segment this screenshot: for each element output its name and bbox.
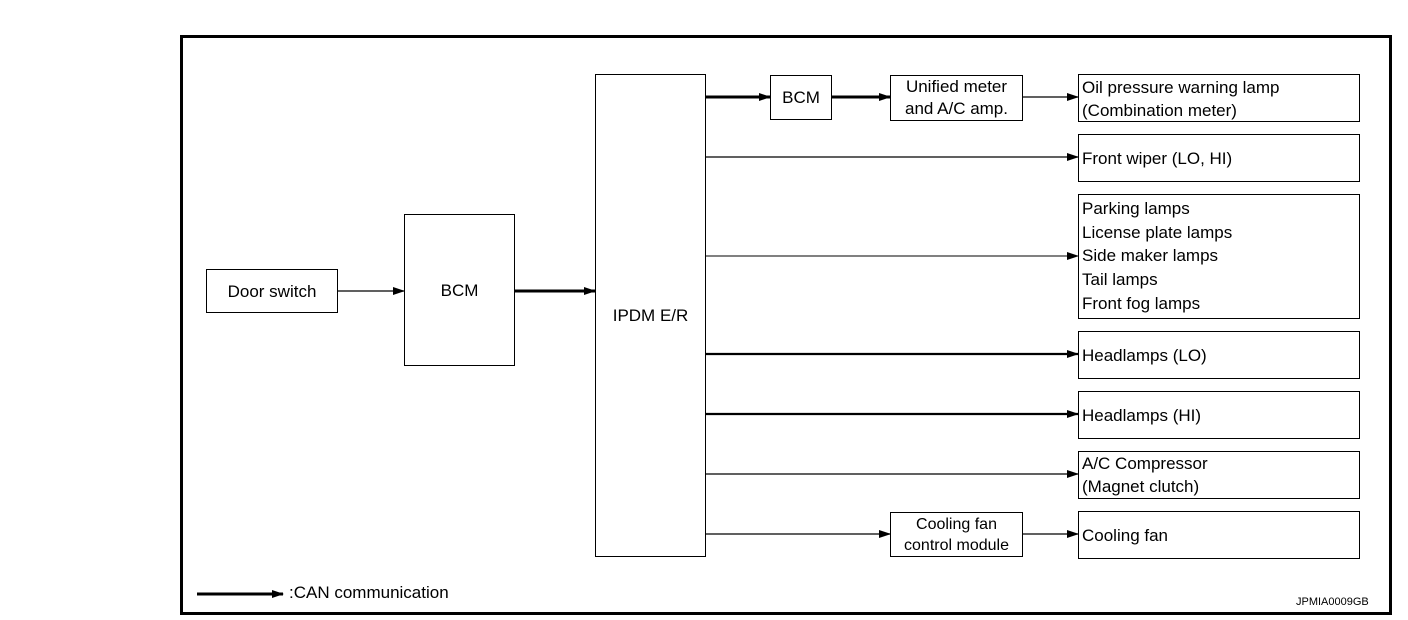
headlamps-hi-block: Headlamps (HI) bbox=[1078, 391, 1360, 439]
cooling-fan-label: Cooling fan bbox=[1082, 526, 1169, 545]
ipdm-er-block: IPDM E/R bbox=[595, 74, 706, 557]
headlamps-lo-label: Headlamps (LO) bbox=[1082, 346, 1207, 365]
bcm-main-label: BCM bbox=[440, 280, 479, 300]
ac-compressor-line-2: (Magnet clutch) bbox=[1082, 477, 1200, 496]
lamps-block: Parking lamps License plate lamps Side m… bbox=[1078, 194, 1360, 319]
unified-meter-block: Unified meter and A/C amp. bbox=[890, 75, 1023, 121]
cooling-fan-module-line-2: control module bbox=[904, 536, 1009, 554]
front-wiper-label: Front wiper (LO, HI) bbox=[1082, 149, 1233, 168]
bcm-top-label: BCM bbox=[782, 88, 820, 107]
front-wiper-block: Front wiper (LO, HI) bbox=[1078, 134, 1360, 182]
door-switch-label: Door switch bbox=[227, 281, 317, 301]
lamp-item-parking: Parking lamps bbox=[1082, 199, 1190, 218]
lamp-item-front-fog: Front fog lamps bbox=[1082, 293, 1201, 313]
bcm-main-block: BCM bbox=[404, 214, 515, 366]
lamp-item-license-plate: License plate lamps bbox=[1082, 222, 1233, 242]
cooling-fan-block: Cooling fan bbox=[1078, 511, 1360, 559]
oil-lamp-line-1: Oil pressure warning lamp bbox=[1082, 78, 1280, 97]
cooling-fan-module-line-1: Cooling fan bbox=[916, 515, 997, 533]
ipdm-er-label: IPDM E/R bbox=[612, 306, 689, 325]
unified-meter-line-2: and A/C amp. bbox=[904, 99, 1008, 118]
cooling-fan-module-block: Cooling fan control module bbox=[890, 512, 1023, 557]
ac-compressor-block: A/C Compressor (Magnet clutch) bbox=[1078, 451, 1360, 499]
lamp-item-side-maker: Side maker lamps bbox=[1082, 246, 1219, 266]
legend-can-label: :CAN communication bbox=[289, 583, 449, 602]
figure-code: JPMIA0009GB bbox=[1296, 596, 1369, 608]
ac-compressor-line-1: A/C Compressor bbox=[1082, 454, 1208, 473]
door-switch-block: Door switch bbox=[206, 269, 338, 313]
lamp-item-tail: Tail lamps bbox=[1082, 270, 1158, 290]
headlamps-lo-block: Headlamps (LO) bbox=[1078, 331, 1360, 379]
diagram-frame bbox=[180, 35, 1392, 615]
bcm-top-block: BCM bbox=[770, 75, 832, 120]
oil-pressure-lamp-block: Oil pressure warning lamp (Combination m… bbox=[1078, 74, 1360, 122]
unified-meter-line-1: Unified meter bbox=[905, 77, 1008, 96]
oil-lamp-line-2: (Combination meter) bbox=[1082, 101, 1237, 120]
headlamps-hi-label: Headlamps (HI) bbox=[1082, 406, 1202, 425]
